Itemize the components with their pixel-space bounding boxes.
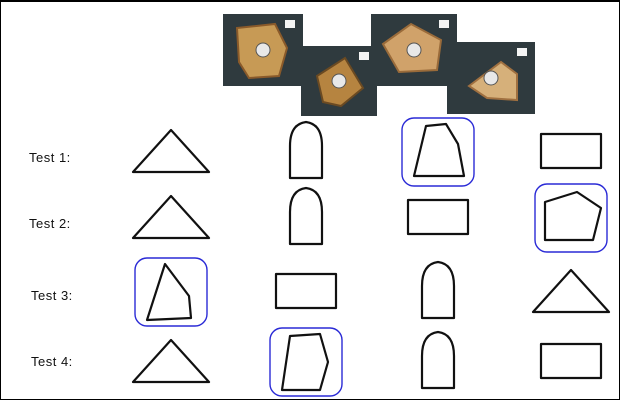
- shape-quad-test-3-col-1[interactable]: [147, 264, 191, 320]
- shape-arch-test-1-col-2[interactable]: [290, 122, 322, 178]
- shape-pentagon-tall-test-4-col-2[interactable]: [282, 334, 328, 390]
- shape-rectangle-test-1-col-4[interactable]: [541, 134, 601, 168]
- shape-arch-test-4-col-3[interactable]: [422, 332, 454, 388]
- shape-arch-test-3-col-3[interactable]: [422, 262, 454, 318]
- shape-rectangle-test-2-col-3[interactable]: [408, 200, 468, 234]
- selection-box-test-3: [135, 258, 207, 326]
- shape-pentagon-wide-test-2-col-4[interactable]: [545, 192, 601, 240]
- shape-triangle-test-3-col-4[interactable]: [533, 270, 609, 312]
- shape-triangle-test-1-col-1[interactable]: [133, 130, 209, 172]
- shape-pentagon-test-1-col-3[interactable]: [414, 124, 464, 176]
- shape-rectangle-test-3-col-2[interactable]: [276, 274, 336, 308]
- shape-arch-test-2-col-2[interactable]: [290, 188, 322, 244]
- shape-triangle-test-2-col-1[interactable]: [133, 196, 209, 238]
- selection-box-test-4: [270, 328, 342, 396]
- shape-triangle-test-4-col-1[interactable]: [133, 340, 209, 382]
- shape-rectangle-test-4-col-4[interactable]: [541, 344, 601, 378]
